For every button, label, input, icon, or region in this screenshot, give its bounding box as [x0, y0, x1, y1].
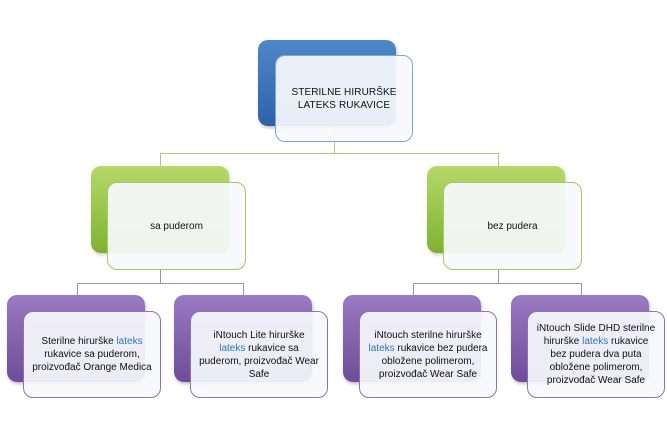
- leaf-node-3: iNtouch sterilne hirurške lateks rukavic…: [359, 311, 497, 398]
- branch-node-bez-pudera: bez pudera: [443, 182, 582, 270]
- leaf-node-3-label: iNtouch sterilne hirurške lateks rukavic…: [368, 329, 488, 380]
- branch-node-sa-puderom: sa puderom: [107, 182, 246, 270]
- leaf-node-2-label: iNtouch Lite hirurške lateks rukavice sa…: [199, 329, 319, 380]
- branch-label-sa-puderom: sa puderom: [150, 220, 203, 232]
- leaf-node-1: Sterilne hirurške lateks rukavice sa pud…: [23, 311, 161, 398]
- leaf-node-4-label: iNtouch Slide DHD sterilne hirurške late…: [536, 323, 656, 386]
- root-node: STERILNE HIRURŠKE LATEKS RUKAVICE: [275, 55, 413, 142]
- leaf-node-2: iNtouch Lite hirurške lateks rukavice sa…: [190, 311, 328, 398]
- keyword-lateks: lateks: [368, 342, 395, 354]
- leaf-node-1-label: Sterilne hirurške lateks rukavice sa pud…: [32, 336, 152, 373]
- leaf-node-4: iNtouch Slide DHD sterilne hirurške late…: [527, 311, 665, 398]
- branch-label-bez-pudera: bez pudera: [487, 220, 538, 232]
- keyword-lateks: lateks: [219, 342, 246, 354]
- keyword-lateks: lateks: [582, 336, 609, 347]
- keyword-lateks: lateks: [116, 336, 143, 347]
- root-node-label: STERILNE HIRURŠKE LATEKS RUKAVICE: [291, 86, 397, 111]
